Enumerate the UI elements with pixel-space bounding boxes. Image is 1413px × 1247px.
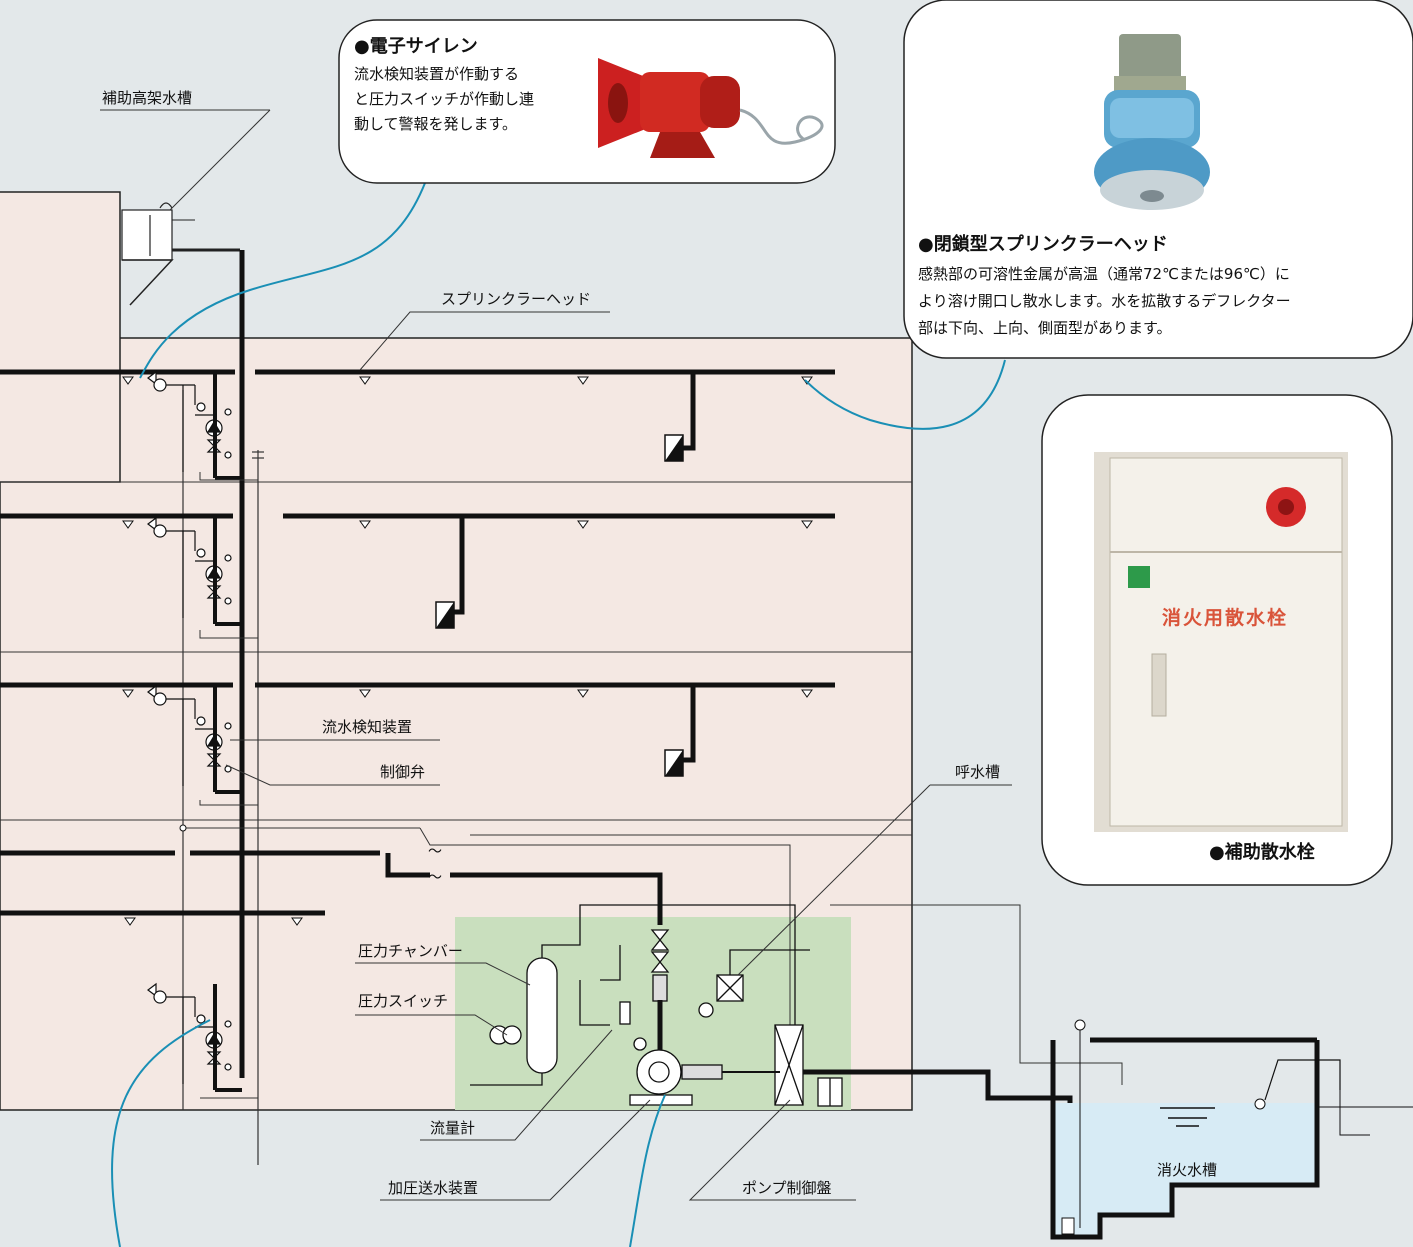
- siren-card-line-3: 動して警報を発します。: [354, 115, 517, 133]
- label-fire-water-tank: 消火水槽: [1157, 1161, 1217, 1179]
- label-pump-control-panel: ポンプ制御盤: [742, 1179, 832, 1197]
- sprinkler-card-line-1: 感熱部の可溶性金属が高温（通常72℃または96℃）に: [918, 265, 1290, 283]
- svg-text:〜: 〜: [428, 870, 442, 886]
- sprinkler-head-image: [1094, 34, 1210, 210]
- siren-card-line-2: と圧力スイッチが作動し連: [354, 90, 534, 108]
- sprinkler-card-line-2: より溶け開口し散水します。水を拡散するデフレクター: [918, 292, 1291, 310]
- label-sprinkler-head: スプリンクラーヘッド: [441, 290, 591, 308]
- label-control-valve: 制御弁: [380, 763, 425, 781]
- return-lines: [183, 472, 912, 1099]
- aux-elevated-tank: [121, 202, 240, 306]
- siren-card: ●電子サイレン 流水検知装置が作動する と圧力スイッチが作動し連 動して警報を発…: [338, 19, 836, 184]
- hydrant-cabinet-text: 消火用散水栓: [1162, 606, 1288, 629]
- leader-lines: [225, 311, 1012, 1201]
- sprinkler-head-marks: [122, 376, 813, 926]
- label-priming-tank: 呼水槽: [955, 763, 1000, 781]
- electronic-siren-image: [598, 58, 824, 158]
- label-pressurized-pump: 加圧送水装置: [388, 1179, 478, 1197]
- label-flow-meter: 流量計: [430, 1119, 475, 1137]
- siren-card-line-1: 流水検知装置が作動する: [354, 65, 519, 83]
- valve-assemblies: [146, 370, 244, 1092]
- sprinkler-card-title: ●閉鎖型スプリンクラーヘッド: [918, 233, 1168, 255]
- sprinkler-card-line-3: 部は下向、上向、側面型があります。: [918, 319, 1172, 337]
- label-flow-detector: 流水検知装置: [322, 718, 412, 736]
- hydrant-card-title: ●補助散水栓: [1209, 841, 1315, 863]
- label-pressure-chamber: 圧力チャンバー: [358, 942, 463, 960]
- siren-card-title: ●電子サイレン: [354, 36, 478, 57]
- hydrant-cabinet-image: 消火用散水栓: [1094, 452, 1348, 832]
- svg-text:〜: 〜: [428, 844, 442, 860]
- aux-tank-leader: [100, 109, 271, 211]
- label-pressure-switch: 圧力スイッチ: [358, 992, 448, 1010]
- label-aux-elevated-tank: 補助高架水槽: [102, 89, 192, 107]
- pump-room-equipment: [470, 904, 843, 1107]
- signal-line: [830, 904, 1123, 1085]
- callout-curves: [111, 182, 1006, 1247]
- sprinkler-card: ●閉鎖型スプリンクラーヘッド 感熱部の可溶性金属が高温（通常72℃または96℃）…: [903, 0, 1413, 359]
- hydrant-card: 消火用散水栓 ●補助散水栓: [1041, 394, 1393, 886]
- end-test-valves: [435, 434, 684, 777]
